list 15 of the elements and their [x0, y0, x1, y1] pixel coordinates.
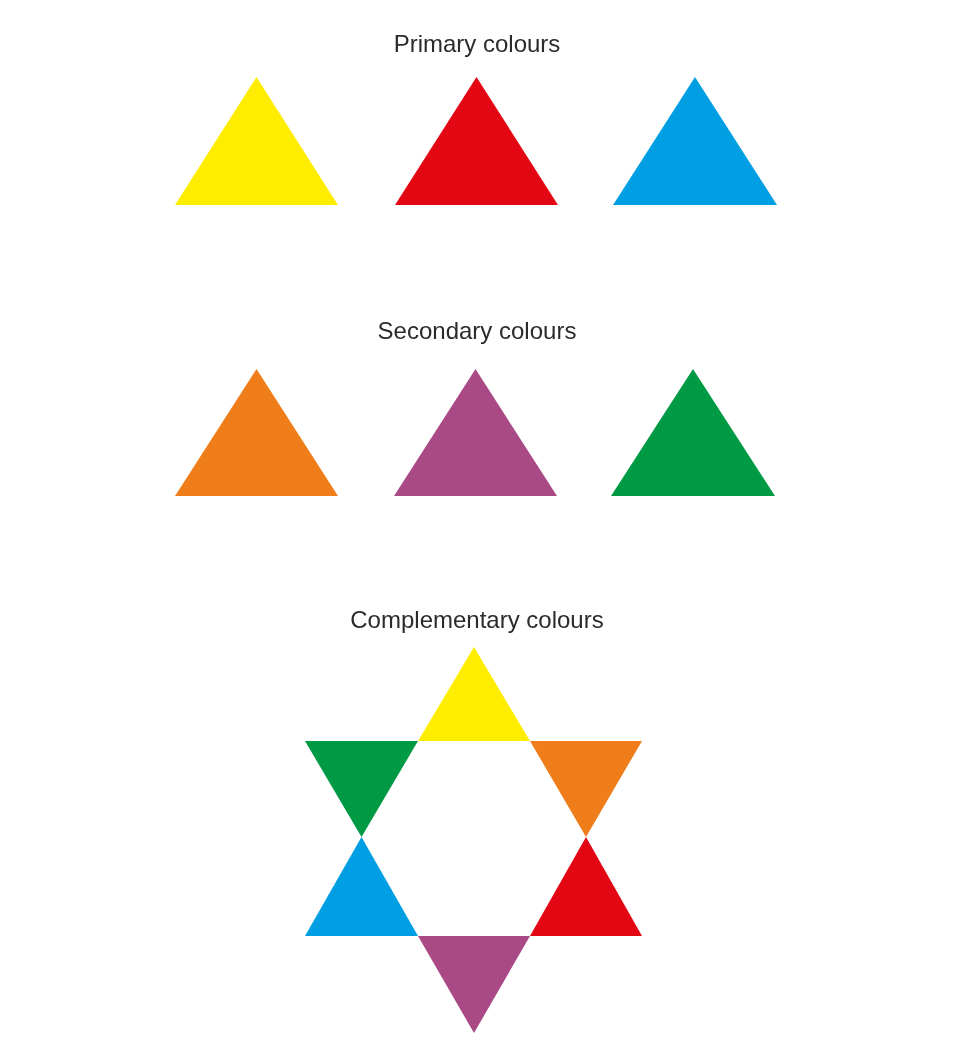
- section-heading: Complementary colours: [350, 606, 604, 634]
- triangle: [611, 369, 775, 496]
- section-heading: Secondary colours: [377, 317, 577, 345]
- triangle: [418, 647, 530, 741]
- triangle: [175, 369, 338, 496]
- triangle: [530, 741, 642, 837]
- triangle: [305, 741, 418, 837]
- triangle: [530, 837, 642, 936]
- triangle: [394, 369, 557, 496]
- section-heading: Primary colours: [393, 30, 561, 58]
- triangle: [175, 77, 338, 205]
- triangle: [395, 77, 558, 205]
- triangle: [305, 837, 418, 936]
- triangle: [418, 936, 530, 1033]
- triangle: [613, 77, 777, 205]
